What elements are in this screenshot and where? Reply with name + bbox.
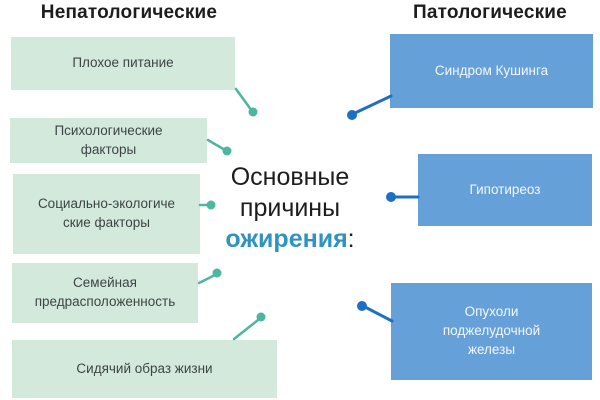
connector-dot [248, 107, 258, 117]
cause-box-hypothyroidism: Гипотиреоз [418, 154, 592, 226]
center-title-highlight: ожирения [225, 225, 348, 253]
cause-box-psychological-factors: Психологические факторы [10, 118, 207, 163]
connector-dot [347, 110, 357, 120]
cause-label: Гипотиреоз [469, 181, 541, 197]
cause-label: Сидячий образ жизни [76, 360, 213, 376]
connector-dot [222, 146, 232, 156]
pathological-header: Патологические [413, 2, 567, 23]
cause-box-poor-nutrition: Плохое питание [11, 37, 235, 90]
center-title-line1: Основные [230, 163, 350, 191]
cause-box-family-predisposition: Семейная предрасположенность [12, 263, 198, 323]
connector-dot [212, 268, 222, 278]
cause-box-pancreatic-tumors: Опухоли поджелудочной железы [391, 283, 592, 380]
connector-dot [256, 312, 266, 322]
cause-label: Опухоли поджелудочной железы [442, 304, 541, 357]
cause-box-sedentary-lifestyle: Сидячий образ жизни [12, 340, 277, 398]
connector-line [353, 94, 393, 115]
cause-label: Плохое питание [72, 55, 174, 71]
cause-label: Синдром Кушинга [434, 62, 549, 78]
connector-line [197, 273, 217, 285]
cause-label: Психологические факторы [54, 122, 163, 157]
center-title-suffix: : [347, 225, 355, 253]
non-pathological-header: Непатологические [40, 2, 218, 23]
connector-line [234, 87, 254, 113]
connector-line [363, 305, 394, 323]
connector-dot [386, 192, 396, 202]
connector-dot [357, 301, 367, 311]
center-title: Основные причины ожирения: [204, 162, 376, 255]
cause-label: Семейная предрасположенность [34, 275, 176, 309]
center-title-line2: причины [239, 194, 341, 222]
connector-line [206, 138, 227, 152]
cause-box-socio-ecological-factors: Социально-экологиче ские факторы [13, 174, 200, 254]
cause-box-cushing-syndrome: Синдром Кушинга [390, 34, 593, 108]
connector-line [232, 318, 260, 341]
cause-label: Социально-экологиче ские факторы [37, 196, 176, 230]
center-title-line3: ожирения: [204, 224, 376, 255]
